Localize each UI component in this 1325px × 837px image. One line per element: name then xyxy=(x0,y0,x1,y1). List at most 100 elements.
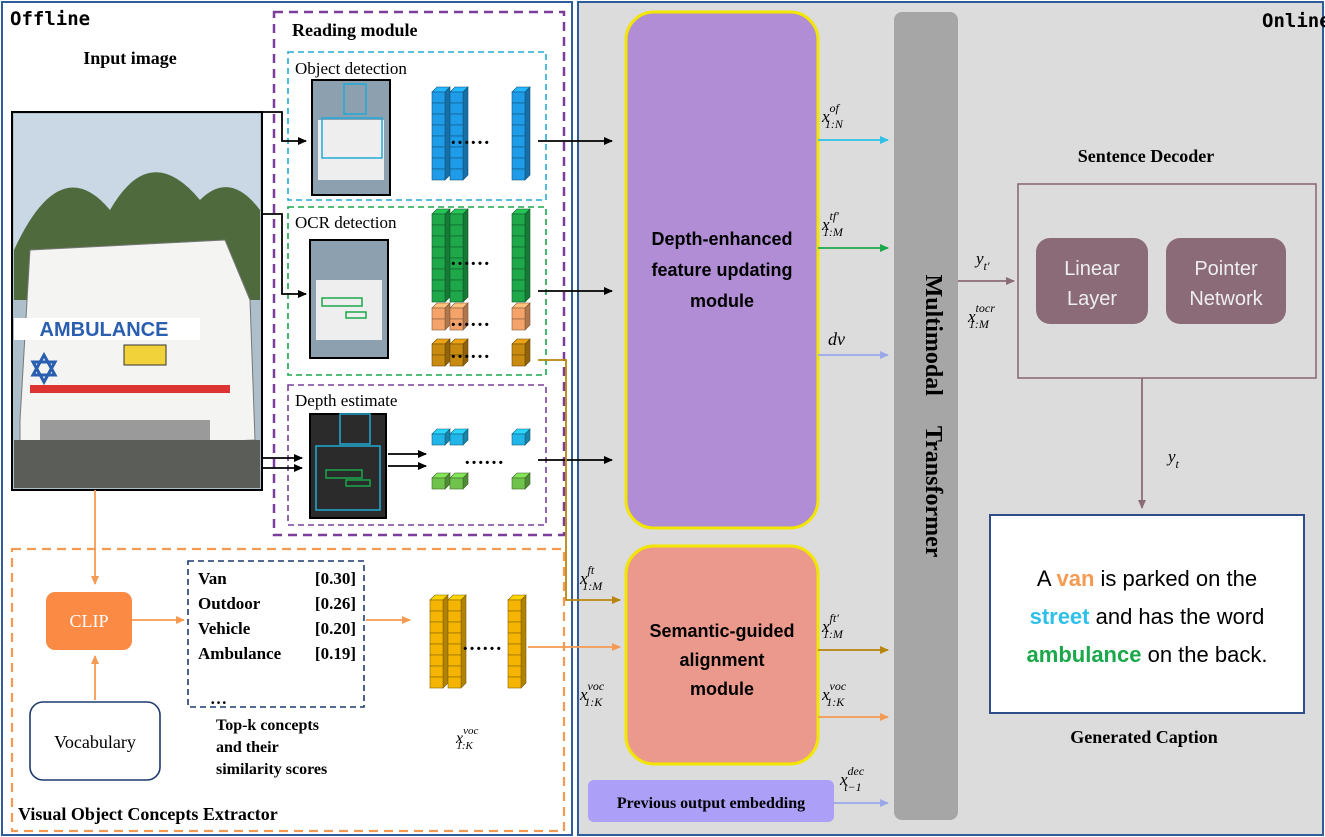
x-ft-prime-base: x xyxy=(821,617,830,636)
clip-box xyxy=(46,592,132,650)
y-t-label: yt xyxy=(1166,447,1180,471)
depth-module-line-3: module xyxy=(690,291,754,311)
x-ft-input-sup: ft xyxy=(588,563,595,577)
depth-green-feature-vector-2 xyxy=(449,472,469,490)
y-t-sub: t xyxy=(1176,457,1180,471)
x-of-base: x xyxy=(821,107,830,126)
caption-text-b: is parked on the xyxy=(1094,566,1257,591)
semantic-alignment-module xyxy=(624,544,820,766)
concept-score: [0.19] xyxy=(315,644,356,663)
previous-output-box xyxy=(588,780,834,822)
depth-cyan-feature-vector-2 xyxy=(449,428,469,446)
multimodal-transformer-label: MultimodalTransformer xyxy=(920,275,946,558)
caption-text-d: on the back. xyxy=(1141,642,1267,667)
x-of-sup: of xyxy=(830,101,841,115)
concept-name: Vehicle xyxy=(198,619,251,638)
semantic-module-line-3: module xyxy=(690,679,754,699)
reading-module-title: Reading module xyxy=(292,20,418,40)
concept-feature-vector-3 xyxy=(507,594,527,689)
concept-feature-vector-2 xyxy=(447,594,467,689)
depth-features-ellipsis: …… xyxy=(464,447,504,469)
x-dec-sup: dec xyxy=(848,764,865,778)
generated-caption-title: Generated Caption xyxy=(1070,727,1218,747)
depth-enhanced-module xyxy=(624,10,820,530)
caption-word-street: street xyxy=(1030,604,1091,629)
x-ft-input-label: xft 1:M xyxy=(579,563,603,593)
object-feature-vector-1 xyxy=(431,86,451,181)
generated-caption-box xyxy=(989,514,1305,714)
x-ft-prime-sub: 1:M xyxy=(823,627,844,641)
ocr-features-ellipsis: …… xyxy=(450,248,490,270)
concept-name: Outdoor xyxy=(198,594,261,613)
y-prime-label: yt′ xyxy=(974,249,990,273)
x-voc-extractor-base: x xyxy=(455,730,463,747)
x-voc-out-sup: voc xyxy=(830,679,847,693)
x-ft-input-base: x xyxy=(579,569,588,588)
x-tocr-sup: tocr xyxy=(976,301,996,315)
concept-list: Van[0.30]Outdoor[0.26]Vehicle[0.20]Ambul… xyxy=(198,569,356,663)
ocr-color-feature-vector-2 xyxy=(449,338,469,367)
offline-label: Offline xyxy=(10,8,90,30)
pointer-network-line-2: Network xyxy=(1189,288,1263,310)
object-detection-title: Object detection xyxy=(295,59,407,78)
linear-layer-box xyxy=(1036,238,1148,324)
concept-feature-vector-1 xyxy=(429,594,449,689)
multimodal-transformer xyxy=(894,12,958,820)
concepts-extractor-title: Visual Object Concepts Extractor xyxy=(18,804,278,824)
ocr-detection-title: OCR detection xyxy=(295,213,397,232)
y-prime-base: y xyxy=(974,249,984,268)
ocr-bbox-ellipsis: …… xyxy=(450,309,490,331)
depth-module-line-2: feature updating xyxy=(651,260,792,280)
caption-text-a: A xyxy=(1037,566,1057,591)
ocr-detection-thumbnail xyxy=(309,239,389,359)
x-voc-extractor-sub: 1:K xyxy=(456,740,473,752)
object-detection-thumbnail xyxy=(311,79,391,196)
x-ft-input-sub: 1:M xyxy=(582,579,603,593)
x-tf-label: xtf′1:M xyxy=(821,209,844,239)
ocr-color-ellipsis: …… xyxy=(450,341,490,363)
y-t-base: y xyxy=(1166,447,1176,466)
x-dec-sub: t−1 xyxy=(844,780,861,794)
concept-name: Ambulance xyxy=(198,644,282,663)
caption-word-van: van xyxy=(1056,566,1094,591)
ocr-bbox-feature-vector-2 xyxy=(449,302,469,331)
clip-label: CLIP xyxy=(69,611,108,631)
sentence-decoder-box xyxy=(1017,183,1317,379)
x-tf-sup: tf′ xyxy=(830,209,840,223)
feature-stacks xyxy=(429,86,531,689)
topk-caption-line-1: Top-k concepts xyxy=(216,717,319,734)
input-image: AMBULANCE xyxy=(11,111,263,491)
concept-features-ellipsis: …… xyxy=(462,633,502,655)
pointer-network-box xyxy=(1166,238,1286,324)
previous-output-label: Previous output embedding xyxy=(617,795,805,812)
x-tf-sub: 1:M xyxy=(823,225,844,239)
pointer-network-line-1: Pointer xyxy=(1194,258,1258,280)
x-tocr-label: xtocr 1:M xyxy=(967,301,995,331)
semantic-module-line-1: Semantic-guided xyxy=(649,621,794,641)
x-voc-input-base: x xyxy=(579,685,588,704)
object-features-ellipsis: …… xyxy=(450,127,490,149)
topk-concepts-box xyxy=(187,560,365,708)
x-tocr-base: x xyxy=(967,307,976,326)
object-detection-box xyxy=(287,51,547,201)
transformer-word-1: Multimodal xyxy=(920,275,946,397)
input-image-title: Input image xyxy=(83,48,177,68)
ocr-feature-vector-3 xyxy=(511,208,531,303)
ocr-color-feature-vector-1 xyxy=(431,338,451,367)
concept-name: Van xyxy=(198,569,227,588)
x-tocr-sub: 1:M xyxy=(969,317,990,331)
topk-caption-line-2: and their xyxy=(216,739,279,756)
caption-text-c: and has the word xyxy=(1090,604,1265,629)
concept-score: [0.26] xyxy=(315,594,356,613)
depth-estimate-title: Depth estimate xyxy=(295,391,397,410)
ocr-bbox-feature-vector-3 xyxy=(511,302,531,331)
ocr-feature-vector-2 xyxy=(449,208,469,303)
vocabulary-label: Vocabulary xyxy=(54,732,136,752)
dv-label: dv xyxy=(828,329,845,349)
concepts-extractor-box xyxy=(10,547,566,833)
